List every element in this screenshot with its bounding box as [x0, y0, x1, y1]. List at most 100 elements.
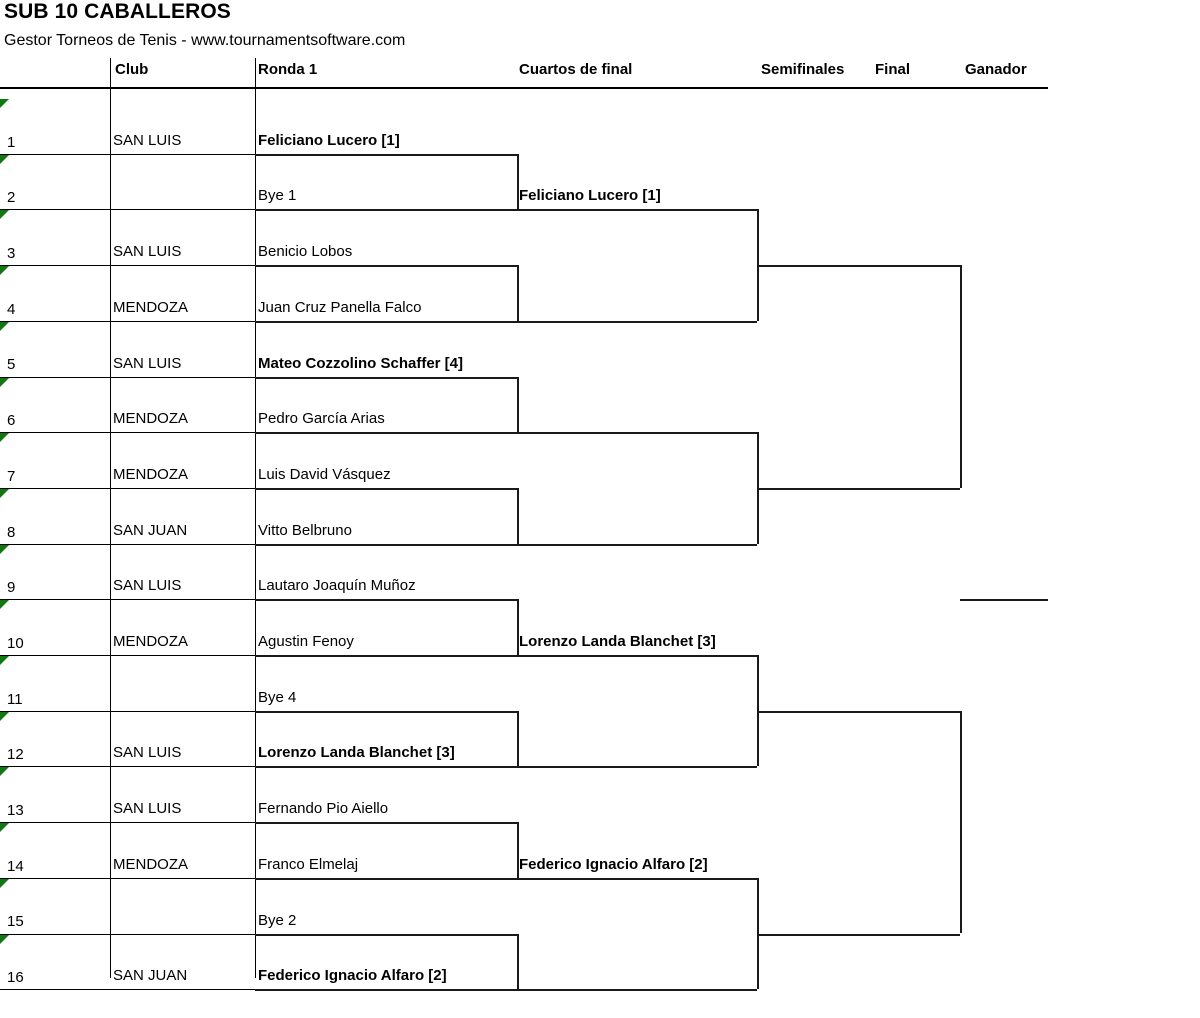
r1-match-join-line [517, 822, 519, 878]
seed-cell[interactable]: 14 [0, 823, 108, 877]
sf-match-join-line [960, 710, 962, 934]
seed-cell[interactable]: 16 [0, 934, 108, 989]
grid-row-separator [0, 320, 255, 322]
round1-player-name[interactable]: Franco Elmelaj [258, 855, 359, 873]
comment-marker-icon [0, 767, 9, 777]
header-divider-club [110, 58, 111, 88]
seed-cell[interactable]: 2 [0, 154, 108, 209]
comment-marker-icon [0, 210, 9, 220]
club-label: SAN LUIS [113, 800, 182, 818]
r1-match-top-line [255, 153, 517, 156]
round1-player-name[interactable]: Fernando Pio Aiello [258, 800, 389, 818]
seed-number: 15 [7, 913, 24, 931]
round1-player-name[interactable]: Luis David Vásquez [258, 465, 391, 483]
qf-match-bottom-line [517, 766, 757, 769]
seed-cell[interactable]: 3 [0, 210, 108, 264]
comment-marker-icon [0, 711, 9, 721]
header-divider-round1 [255, 58, 256, 88]
club-label: SAN LUIS [113, 243, 182, 261]
club-label: SAN LUIS [113, 354, 182, 372]
seed-number: 4 [7, 300, 16, 318]
seed-cell[interactable]: 10 [0, 600, 108, 654]
grid-row-separator [0, 710, 255, 712]
round1-player-name[interactable]: Benicio Lobos [258, 243, 353, 261]
seed-cell[interactable]: 5 [0, 321, 108, 376]
qf-match-join-line [757, 209, 759, 321]
seed-cell[interactable]: 15 [0, 878, 108, 933]
round1-player-name[interactable]: Agustin Fenoy [258, 633, 354, 650]
round1-player-name[interactable]: Bye 2 [258, 911, 297, 929]
grid-row-separator [0, 432, 255, 434]
column-header-club: Club [115, 61, 149, 78]
round1-player-name[interactable]: Pedro García Arias [258, 410, 385, 428]
grid-vline-club-name [255, 88, 256, 978]
r1-match-bottom-line [255, 209, 517, 212]
qf-match-join-line [757, 432, 759, 544]
round1-player-name[interactable]: Lautaro Joaquín Muñoz [258, 577, 416, 595]
seed-cell[interactable]: 6 [0, 377, 108, 432]
round1-player-name[interactable]: Mateo Cozzolino Schaffer [4] [258, 354, 464, 372]
column-header-round1: Ronda 1 [258, 61, 318, 78]
comment-marker-icon [0, 600, 9, 610]
seed-number: 9 [7, 579, 16, 597]
page-subtitle: Gestor Torneos de Tenis - www.tournament… [4, 32, 406, 49]
grid-row-separator [0, 822, 255, 824]
seed-number: 16 [7, 969, 24, 987]
comment-marker-icon [0, 656, 9, 665]
qf-player-name[interactable]: Feliciano Lucero [1] [519, 187, 661, 205]
comment-marker-icon [0, 488, 9, 498]
seed-cell[interactable]: 11 [0, 656, 108, 710]
round1-player-name[interactable]: Lorenzo Landa Blanchet [3] [258, 744, 455, 762]
seed-number: 13 [7, 802, 24, 820]
qf-player-name[interactable]: Federico Ignacio Alfaro [2] [519, 855, 708, 873]
round1-player-name[interactable]: Juan Cruz Panella Falco [258, 298, 422, 316]
column-header-final: Final [875, 61, 911, 78]
round1-player-name[interactable]: Vitto Belbruno [258, 521, 352, 539]
qf-player-name[interactable]: Lorenzo Landa Blanchet [3] [519, 633, 716, 650]
round1-player-name[interactable]: Federico Ignacio Alfaro [2] [258, 967, 447, 985]
seed-cell[interactable]: 1 [0, 99, 108, 153]
seed-number: 3 [7, 245, 16, 263]
column-header-semifinals: Semifinales [761, 61, 845, 78]
r1-match-bottom-line [255, 989, 517, 992]
r1-match-join-line [517, 265, 519, 321]
qf-match-bottom-line [517, 989, 757, 992]
seed-cell[interactable]: 4 [0, 266, 108, 320]
club-label: SAN LUIS [113, 744, 182, 762]
seed-cell[interactable]: 12 [0, 711, 108, 766]
r1-match-bottom-line [255, 432, 517, 435]
sf-match-bottom-line [757, 933, 960, 936]
r1-match-top-line [255, 822, 517, 825]
seed-cell[interactable]: 9 [0, 544, 108, 599]
grid-row-separator [0, 877, 255, 879]
seed-cell[interactable]: 8 [0, 488, 108, 543]
seed-number: 11 [7, 690, 23, 708]
r1-match-top-line [255, 376, 517, 379]
qf-match-top-line [517, 877, 757, 880]
seed-number: 12 [7, 746, 24, 764]
r1-match-join-line [517, 599, 519, 655]
qf-match-join-line [757, 877, 759, 990]
grid-row-separator [0, 153, 255, 155]
club-label: MENDOZA [113, 298, 188, 316]
seed-number: 14 [7, 857, 24, 875]
seed-cell[interactable]: 7 [0, 433, 108, 487]
round1-player-name[interactable]: Bye 1 [258, 187, 297, 205]
club-label: SAN JUAN [113, 967, 188, 985]
page-title: SUB 10 CABALLEROS [4, 0, 231, 23]
seed-number: 1 [7, 133, 16, 151]
round1-player-name[interactable]: Feliciano Lucero [1] [258, 131, 400, 149]
r1-match-bottom-line [255, 543, 517, 546]
comment-marker-icon [0, 321, 9, 331]
seed-number: 2 [7, 189, 16, 207]
comment-marker-icon [0, 154, 9, 164]
round1-player-name[interactable]: Bye 4 [258, 688, 297, 706]
comment-marker-icon [0, 934, 9, 944]
r1-match-top-line [255, 710, 517, 713]
comment-marker-icon [0, 433, 9, 443]
comment-marker-icon [0, 544, 9, 554]
seed-number: 10 [7, 634, 24, 652]
seed-cell[interactable]: 13 [0, 767, 108, 821]
qf-match-bottom-line [517, 320, 757, 323]
